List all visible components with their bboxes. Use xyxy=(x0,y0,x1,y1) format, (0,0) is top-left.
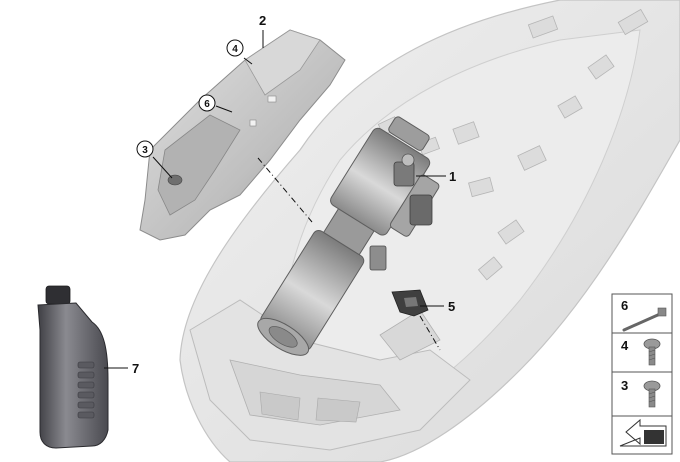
torx-screw-icon xyxy=(643,380,661,408)
callout-6-label: 6 xyxy=(204,99,210,110)
legend-item-screw-4: 4 xyxy=(621,338,661,366)
legend-item-3-label: 3 xyxy=(621,378,628,393)
callout-1-label: 1 xyxy=(449,169,456,184)
callout-5: 5 xyxy=(448,299,455,314)
heat-shield xyxy=(139,29,346,241)
callout-5-label: 5 xyxy=(448,299,455,314)
callout-4: 4 xyxy=(226,39,244,57)
callout-4-label: 4 xyxy=(232,44,238,55)
leader-lines xyxy=(104,30,446,369)
legend-item-screw-3: 3 xyxy=(621,378,661,408)
callout-3-label: 3 xyxy=(142,145,148,156)
callout-2-label: 2 xyxy=(259,13,266,28)
oil-bottle xyxy=(37,285,109,449)
legend-item-6-label: 6 xyxy=(621,298,628,313)
starter-motor xyxy=(257,116,440,356)
cable-tie-icon xyxy=(622,307,667,332)
callout-7-label: 7 xyxy=(132,361,139,376)
torx-screw-icon xyxy=(643,338,661,366)
legend-item-4-label: 4 xyxy=(621,338,629,353)
legend-item-cable-tie: 6 xyxy=(621,298,667,332)
bracket xyxy=(391,289,429,317)
assembly-arrow-icon xyxy=(619,418,667,447)
callout-2: 2 xyxy=(259,13,266,28)
callout-3: 3 xyxy=(136,140,154,158)
callout-6: 6 xyxy=(198,94,216,112)
callout-7: 7 xyxy=(132,361,139,376)
assembly-line xyxy=(257,157,313,223)
callout-1: 1 xyxy=(449,169,456,184)
legend-panel: 6 4 3 xyxy=(611,293,673,455)
